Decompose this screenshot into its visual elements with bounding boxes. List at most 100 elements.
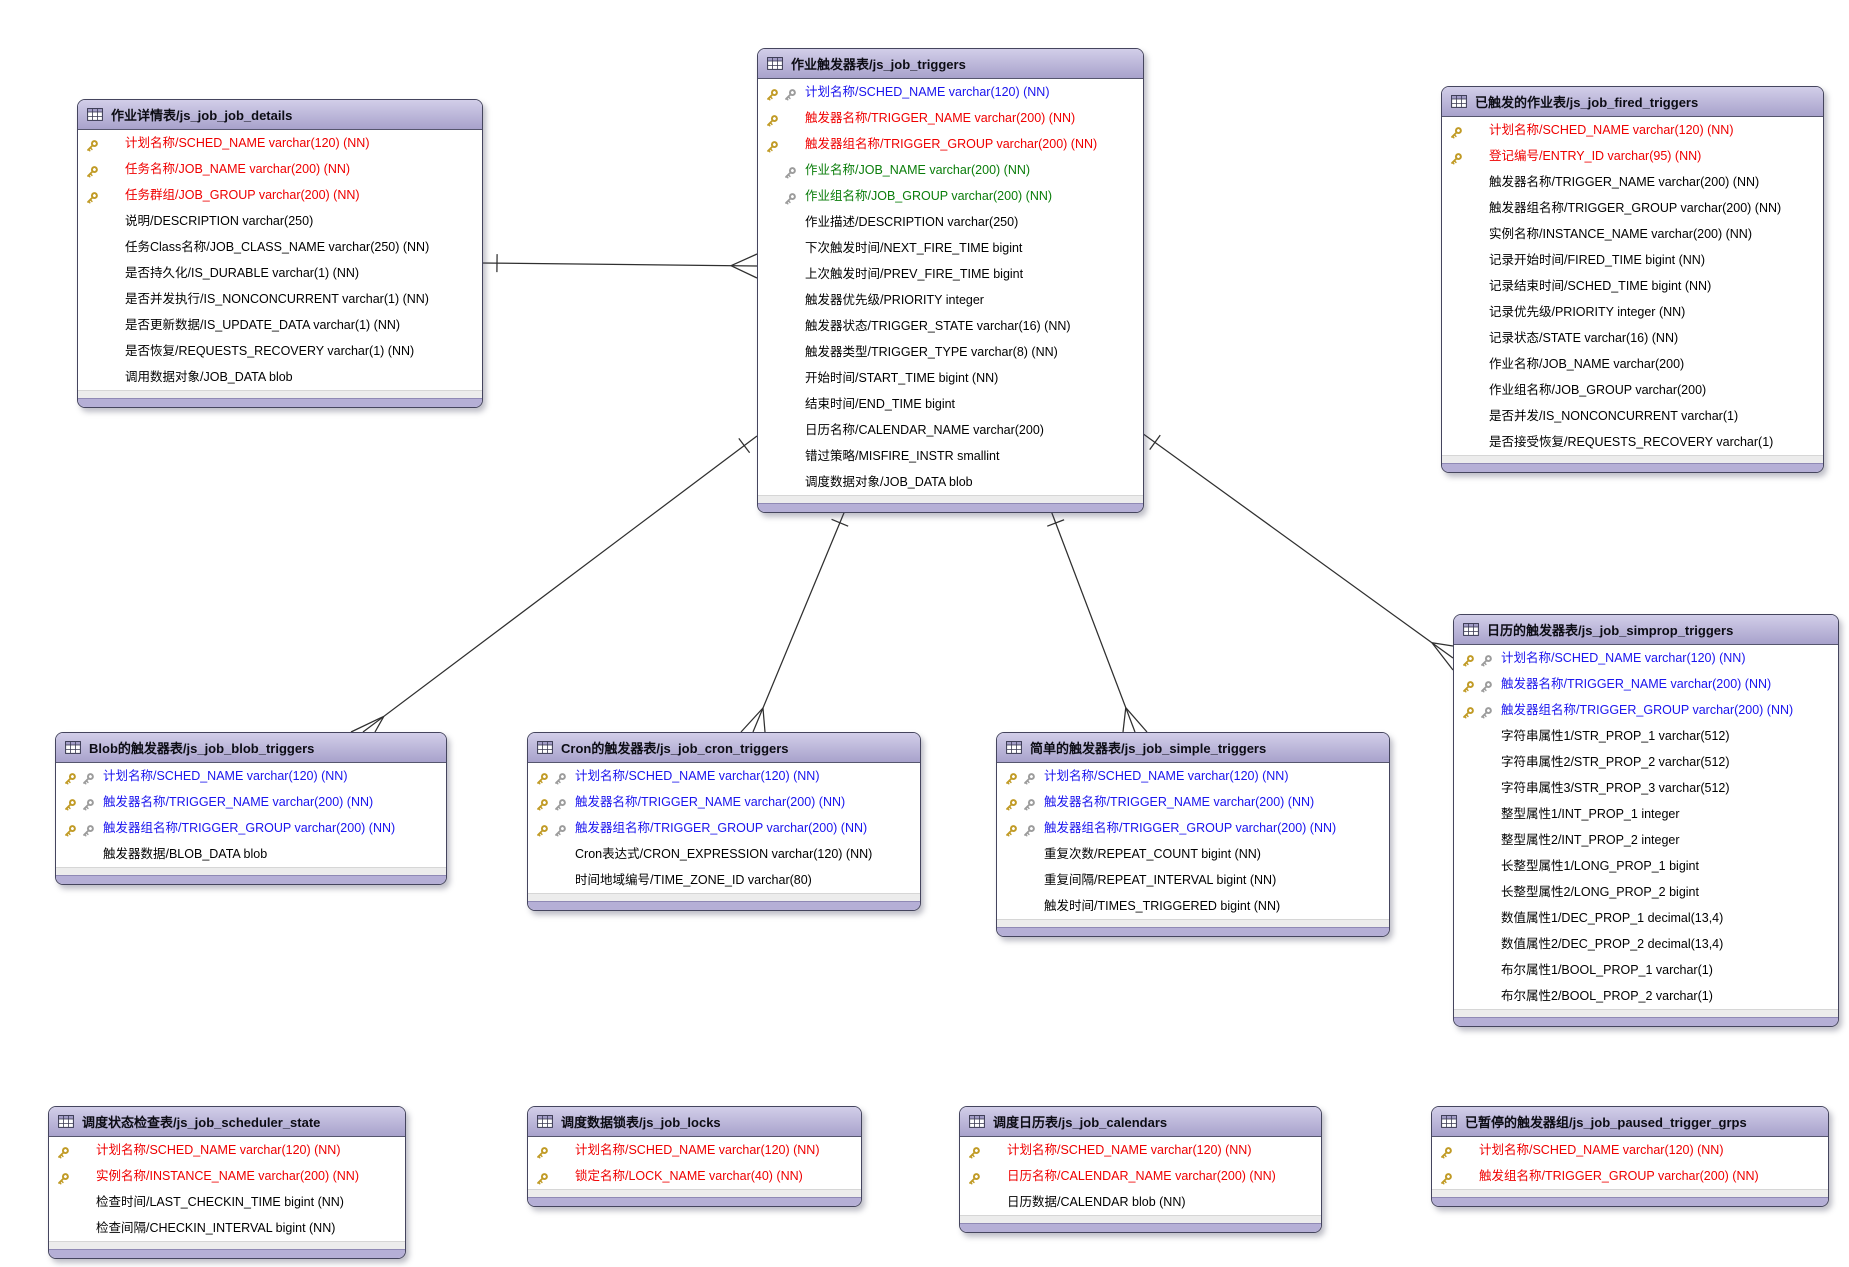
field-row[interactable]: 触发器优先级/PRIORITY integer xyxy=(758,287,1143,313)
relation-js_job_job_details-js_job_triggers[interactable] xyxy=(480,253,758,279)
field-row[interactable]: 计划名称/SCHED_NAME varchar(120) (NN) xyxy=(528,1137,861,1163)
field-row[interactable]: 登记编号/ENTRY_ID varchar(95) (NN) xyxy=(1442,143,1823,169)
field-row[interactable]: 记录状态/STATE varchar(16) (NN) xyxy=(1442,325,1823,351)
field-row[interactable]: 调度数据对象/JOB_DATA blob xyxy=(758,469,1143,495)
field-row[interactable]: 布尔属性1/BOOL_PROP_1 varchar(1) xyxy=(1454,957,1838,983)
table-header-js_job_simprop_triggers[interactable]: 日历的触发器表/js_job_simprop_triggers xyxy=(1454,615,1838,645)
field-row[interactable]: 日历名称/CALENDAR_NAME varchar(200) (NN) xyxy=(960,1163,1321,1189)
field-row[interactable]: 是否恢复/REQUESTS_RECOVERY varchar(1) (NN) xyxy=(78,338,482,364)
field-row[interactable]: 作业组名称/JOB_GROUP varchar(200) xyxy=(1442,377,1823,403)
field-row[interactable]: 字符串属性3/STR_PROP_3 varchar(512) xyxy=(1454,775,1838,801)
field-row[interactable]: 重复间隔/REPEAT_INTERVAL bigint (NN) xyxy=(997,867,1389,893)
field-row[interactable]: 布尔属性2/BOOL_PROP_2 varchar(1) xyxy=(1454,983,1838,1009)
relation-js_job_triggers-js_job_simple_triggers[interactable] xyxy=(1047,507,1148,733)
field-row[interactable]: 任务群组/JOB_GROUP varchar(200) (NN) xyxy=(78,182,482,208)
table-header-js_job_scheduler_state[interactable]: 调度状态检查表/js_job_scheduler_state xyxy=(49,1107,405,1137)
field-row[interactable]: 上次触发时间/PREV_FIRE_TIME bigint xyxy=(758,261,1143,287)
field-row[interactable]: 触发时间/TIMES_TRIGGERED bigint (NN) xyxy=(997,893,1389,919)
relation-js_job_triggers-js_job_simprop_triggers[interactable] xyxy=(1141,432,1454,671)
field-row[interactable]: 是否并发/IS_NONCONCURRENT varchar(1) xyxy=(1442,403,1823,429)
field-row[interactable]: 计划名称/SCHED_NAME varchar(120) (NN) xyxy=(49,1137,405,1163)
relation-js_job_triggers-js_job_cron_triggers[interactable] xyxy=(740,507,849,733)
field-row[interactable]: 数值属性1/DEC_PROP_1 decimal(13,4) xyxy=(1454,905,1838,931)
field-row[interactable]: 调用数据对象/JOB_DATA blob xyxy=(78,364,482,390)
field-row[interactable]: 检查间隔/CHECKIN_INTERVAL bigint (NN) xyxy=(49,1215,405,1241)
field-row[interactable]: 触发器状态/TRIGGER_STATE varchar(16) (NN) xyxy=(758,313,1143,339)
field-row[interactable]: 数值属性2/DEC_PROP_2 decimal(13,4) xyxy=(1454,931,1838,957)
field-row[interactable]: 触发器组名称/TRIGGER_GROUP varchar(200) (NN) xyxy=(997,815,1389,841)
field-row[interactable]: 触发组名称/TRIGGER_GROUP varchar(200) (NN) xyxy=(1432,1163,1828,1189)
field-row[interactable]: 整型属性1/INT_PROP_1 integer xyxy=(1454,801,1838,827)
field-row[interactable]: 整型属性2/INT_PROP_2 integer xyxy=(1454,827,1838,853)
field-row[interactable]: 日历数据/CALENDAR blob (NN) xyxy=(960,1189,1321,1215)
table-header-js_job_paused_trigger_grps[interactable]: 已暂停的触发器组/js_job_paused_trigger_grps xyxy=(1432,1107,1828,1137)
field-row[interactable]: 长整型属性1/LONG_PROP_1 bigint xyxy=(1454,853,1838,879)
field-row[interactable]: 触发器组名称/TRIGGER_GROUP varchar(200) (NN) xyxy=(528,815,920,841)
field-row[interactable]: 计划名称/SCHED_NAME varchar(120) (NN) xyxy=(78,130,482,156)
field-row[interactable]: 是否接受恢复/REQUESTS_RECOVERY varchar(1) xyxy=(1442,429,1823,455)
field-row[interactable]: 字符串属性1/STR_PROP_1 varchar(512) xyxy=(1454,723,1838,749)
table-header-js_job_triggers[interactable]: 作业触发器表/js_job_triggers xyxy=(758,49,1143,79)
field-row[interactable]: 日历名称/CALENDAR_NAME varchar(200) xyxy=(758,417,1143,443)
field-row[interactable]: 任务名称/JOB_NAME varchar(200) (NN) xyxy=(78,156,482,182)
field-row[interactable]: 触发器数据/BLOB_DATA blob xyxy=(56,841,446,867)
field-row[interactable]: 任务Class名称/JOB_CLASS_NAME varchar(250) (N… xyxy=(78,234,482,260)
table-header-js_job_simple_triggers[interactable]: 简单的触发器表/js_job_simple_triggers xyxy=(997,733,1389,763)
field-row[interactable]: 计划名称/SCHED_NAME varchar(120) (NN) xyxy=(1442,117,1823,143)
field-row[interactable]: 记录开始时间/FIRED_TIME bigint (NN) xyxy=(1442,247,1823,273)
field-row[interactable]: 是否更新数据/IS_UPDATE_DATA varchar(1) (NN) xyxy=(78,312,482,338)
field-row[interactable]: 是否并发执行/IS_NONCONCURRENT varchar(1) (NN) xyxy=(78,286,482,312)
field-row[interactable]: 触发器名称/TRIGGER_NAME varchar(200) (NN) xyxy=(997,789,1389,815)
field-row[interactable]: 计划名称/SCHED_NAME varchar(120) (NN) xyxy=(1454,645,1838,671)
field-row[interactable]: 作业描述/DESCRIPTION varchar(250) xyxy=(758,209,1143,235)
field-row[interactable]: 作业名称/JOB_NAME varchar(200) xyxy=(1442,351,1823,377)
field-row[interactable]: 长整型属性2/LONG_PROP_2 bigint xyxy=(1454,879,1838,905)
field-row[interactable]: 触发器组名称/TRIGGER_GROUP varchar(200) (NN) xyxy=(1442,195,1823,221)
field-row[interactable]: 时间地域编号/TIME_ZONE_ID varchar(80) xyxy=(528,867,920,893)
field-row[interactable]: 下次触发时间/NEXT_FIRE_TIME bigint xyxy=(758,235,1143,261)
field-row[interactable]: 结束时间/END_TIME bigint xyxy=(758,391,1143,417)
field-row[interactable]: 锁定名称/LOCK_NAME varchar(40) (NN) xyxy=(528,1163,861,1189)
field-row[interactable]: 是否持久化/IS_DURABLE varchar(1) (NN) xyxy=(78,260,482,286)
field-row[interactable]: 计划名称/SCHED_NAME varchar(120) (NN) xyxy=(960,1137,1321,1163)
field-row[interactable]: 触发器类型/TRIGGER_TYPE varchar(8) (NN) xyxy=(758,339,1143,365)
field-row[interactable]: 错过策略/MISFIRE_INSTR smallint xyxy=(758,443,1143,469)
field-row[interactable]: 触发器组名称/TRIGGER_GROUP varchar(200) (NN) xyxy=(758,131,1143,157)
field-row[interactable]: 计划名称/SCHED_NAME varchar(120) (NN) xyxy=(1432,1137,1828,1163)
field-row[interactable]: 记录结束时间/SCHED_TIME bigint (NN) xyxy=(1442,273,1823,299)
field-row[interactable]: 计划名称/SCHED_NAME varchar(120) (NN) xyxy=(997,763,1389,789)
field-row[interactable]: 开始时间/START_TIME bigint (NN) xyxy=(758,365,1143,391)
table-header-js_job_cron_triggers[interactable]: Cron的触发器表/js_job_cron_triggers xyxy=(528,733,920,763)
table-header-js_job_blob_triggers[interactable]: Blob的触发器表/js_job_blob_triggers xyxy=(56,733,446,763)
field-row[interactable]: 实例名称/INSTANCE_NAME varchar(200) (NN) xyxy=(1442,221,1823,247)
field-row[interactable]: 实例名称/INSTANCE_NAME varchar(200) (NN) xyxy=(49,1163,405,1189)
field-row[interactable]: 检查时间/LAST_CHECKIN_TIME bigint (NN) xyxy=(49,1189,405,1215)
field-row[interactable]: 记录优先级/PRIORITY integer (NN) xyxy=(1442,299,1823,325)
field-row[interactable]: 计划名称/SCHED_NAME varchar(120) (NN) xyxy=(56,763,446,789)
table-header-js_job_locks[interactable]: 调度数据锁表/js_job_locks xyxy=(528,1107,861,1137)
field-row[interactable]: Cron表达式/CRON_EXPRESSION varchar(120) (NN… xyxy=(528,841,920,867)
field-row[interactable]: 字符串属性2/STR_PROP_2 varchar(512) xyxy=(1454,749,1838,775)
field-row[interactable]: 触发器组名称/TRIGGER_GROUP varchar(200) (NN) xyxy=(56,815,446,841)
relation-js_job_triggers-js_job_blob_triggers[interactable] xyxy=(350,435,758,733)
field-row[interactable]: 触发器名称/TRIGGER_NAME varchar(200) (NN) xyxy=(1454,671,1838,697)
field-row[interactable]: 说明/DESCRIPTION varchar(250) xyxy=(78,208,482,234)
field-row[interactable]: 触发器组名称/TRIGGER_GROUP varchar(200) (NN) xyxy=(1454,697,1838,723)
table-header-js_job_job_details[interactable]: 作业详情表/js_job_job_details xyxy=(78,100,482,130)
field-row[interactable]: 作业组名称/JOB_GROUP varchar(200) (NN) xyxy=(758,183,1143,209)
field-row[interactable]: 触发器名称/TRIGGER_NAME varchar(200) (NN) xyxy=(1442,169,1823,195)
field-row[interactable]: 触发器名称/TRIGGER_NAME varchar(200) (NN) xyxy=(528,789,920,815)
field-row[interactable]: 重复次数/REPEAT_COUNT bigint (NN) xyxy=(997,841,1389,867)
field-row[interactable]: 计划名称/SCHED_NAME varchar(120) (NN) xyxy=(528,763,920,789)
table-header-js_job_calendars[interactable]: 调度日历表/js_job_calendars xyxy=(960,1107,1321,1137)
table-header-js_job_fired_triggers[interactable]: 已触发的作业表/js_job_fired_triggers xyxy=(1442,87,1823,117)
